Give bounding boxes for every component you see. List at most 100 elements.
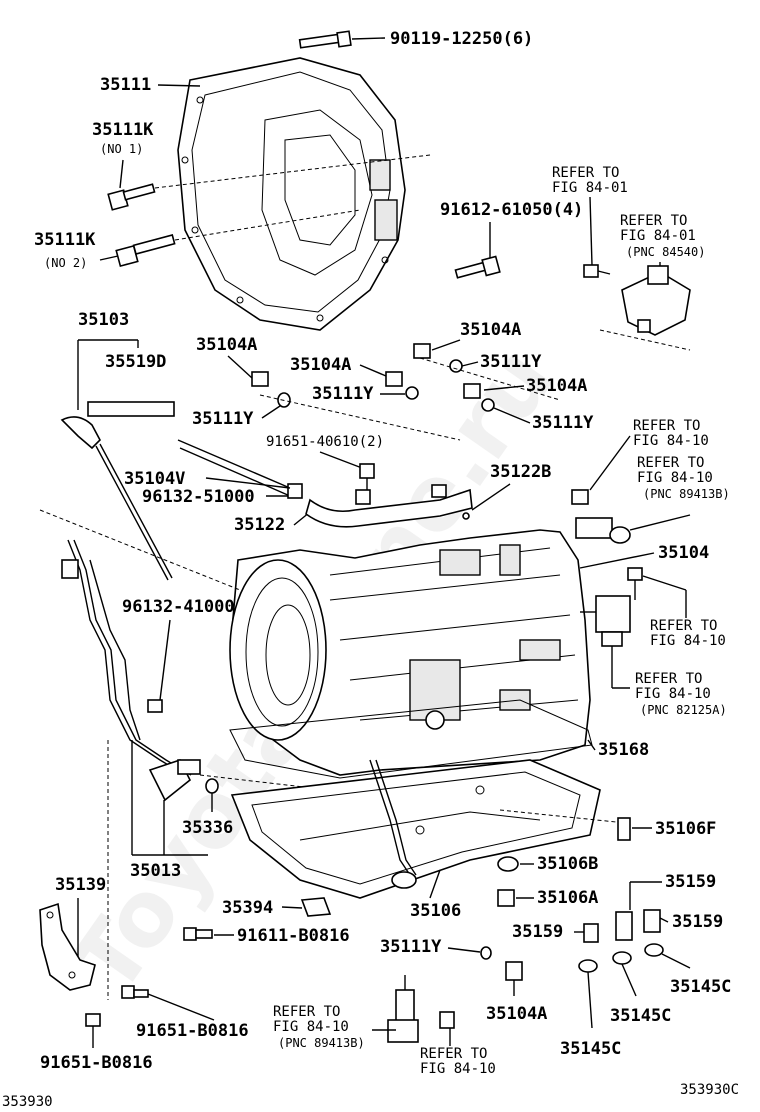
refer-84-10-d-line3: (PNC 82125A) bbox=[640, 703, 727, 717]
bolt-84-10-a bbox=[571, 489, 589, 505]
label-35104a-3: 35104A bbox=[460, 320, 521, 340]
bolt-84-10-c bbox=[627, 567, 643, 600]
bolt-35111k-no1 bbox=[107, 154, 431, 211]
label-35104v: 35104V bbox=[124, 469, 185, 489]
label-35106b: 35106B bbox=[537, 854, 598, 874]
bolt-91651-b0816-2 bbox=[85, 1013, 101, 1048]
magnet-35394 bbox=[300, 897, 332, 917]
label-35104: 35104 bbox=[658, 543, 709, 563]
label-no2: (NO 2) bbox=[44, 256, 87, 270]
figure-id-left: 353930 bbox=[2, 1094, 53, 1110]
label-91651-b0816-2: 91651-B0816 bbox=[40, 1053, 153, 1073]
bolt-91611-b0816 bbox=[183, 927, 213, 941]
bracket-35139 bbox=[39, 902, 96, 991]
oil-cooler-pipes bbox=[61, 539, 201, 802]
bolt-84-10-f bbox=[439, 1011, 455, 1029]
oil-pan-35106 bbox=[230, 759, 601, 899]
plug-35104a-4 bbox=[463, 383, 481, 399]
label-plate-35519d bbox=[87, 401, 175, 417]
refer-84-01-b-line2: FIG 84-01 bbox=[620, 228, 696, 244]
label-96132-51000: 96132-51000 bbox=[142, 487, 255, 507]
refer-84-10-b-line3: (PNC 89413B) bbox=[643, 487, 730, 501]
label-35159-1: 35159 bbox=[512, 922, 563, 942]
refer-84-10-e-line1: REFER TO bbox=[273, 1004, 340, 1020]
label-35111: 35111 bbox=[100, 75, 151, 95]
sensor-35159-1 bbox=[583, 923, 599, 943]
refer-84-10-d-line2: FIG 84-10 bbox=[635, 686, 711, 702]
label-91612-61050: 91612-61050(4) bbox=[440, 200, 583, 220]
refer-84-10-e-line2: FIG 84-10 bbox=[273, 1019, 349, 1035]
label-91651-40610: 91651-40610(2) bbox=[266, 434, 384, 450]
clip-96132-41000 bbox=[147, 699, 163, 713]
label-35111y-4: 35111Y bbox=[532, 413, 594, 433]
label-91611-b0816: 91611-B0816 bbox=[237, 926, 350, 946]
label-35104a-4: 35104A bbox=[526, 376, 587, 396]
refer-84-10-f-line2: FIG 84-10 bbox=[420, 1061, 496, 1077]
breather-pipe-35122 bbox=[305, 484, 473, 528]
refer-84-10-c-line1: REFER TO bbox=[650, 618, 717, 634]
plug-35104a-1 bbox=[251, 371, 269, 387]
plug-35106f bbox=[617, 817, 631, 841]
breather-hose bbox=[177, 439, 303, 499]
bolt-35111k-no2 bbox=[99, 209, 361, 268]
bolt-90119-12250 bbox=[298, 30, 386, 49]
sensor-35159-3 bbox=[643, 909, 661, 933]
plug-35104a-5 bbox=[505, 961, 523, 981]
refer-84-10-b-line2: FIG 84-10 bbox=[637, 470, 713, 486]
speed-sensor-89413b bbox=[575, 514, 691, 544]
label-35111y-5: 35111Y bbox=[380, 937, 442, 957]
label-35111y-3: 35111Y bbox=[480, 352, 542, 372]
bolt-84-01 bbox=[583, 264, 599, 278]
label-35111k-no1: 35111K bbox=[92, 120, 154, 140]
label-35159-3: 35159 bbox=[672, 912, 723, 932]
refer-84-01-a-line1: REFER TO bbox=[552, 165, 619, 181]
transmission-case bbox=[229, 529, 591, 776]
label-35519d: 35519D bbox=[105, 352, 166, 372]
label-35013: 35013 bbox=[130, 861, 181, 881]
label-35139: 35139 bbox=[55, 875, 106, 895]
label-35104a-1: 35104A bbox=[196, 335, 257, 355]
label-35145c-1: 35145C bbox=[560, 1039, 621, 1059]
sensor-84540 bbox=[621, 262, 691, 336]
gasket-35145c-1 bbox=[578, 959, 598, 973]
refer-84-01-a-line2: FIG 84-01 bbox=[552, 180, 628, 196]
refer-84-10-c-line2: FIG 84-10 bbox=[650, 633, 726, 649]
bolt-91612-61050 bbox=[454, 255, 501, 279]
label-90119-12250: 90119-12250(6) bbox=[390, 29, 533, 49]
refer-84-10-a-line2: FIG 84-10 bbox=[633, 433, 709, 449]
label-35103: 35103 bbox=[78, 310, 129, 330]
label-35159-2: 35159 bbox=[665, 872, 716, 892]
sensor-35159-2 bbox=[615, 911, 633, 941]
washer-35106b bbox=[497, 856, 519, 872]
label-35111k-no2: 35111K bbox=[34, 230, 96, 250]
label-35394: 35394 bbox=[222, 898, 273, 918]
gasket-35145c-3 bbox=[644, 943, 664, 957]
label-35145c-2: 35145C bbox=[610, 1006, 671, 1026]
sensor-89413b-lower bbox=[387, 975, 419, 1043]
label-35104a-2: 35104A bbox=[290, 355, 351, 375]
label-35122b: 35122B bbox=[490, 462, 551, 482]
label-35336: 35336 bbox=[182, 818, 233, 838]
plug-35104a-2 bbox=[385, 371, 403, 387]
label-no1: (NO 1) bbox=[100, 142, 143, 156]
label-35168: 35168 bbox=[598, 740, 649, 760]
refer-84-10-a-line1: REFER TO bbox=[633, 418, 700, 434]
bolt-91651-40610 bbox=[359, 463, 375, 479]
label-35104a-5: 35104A bbox=[486, 1004, 547, 1024]
label-35111y-1: 35111Y bbox=[192, 409, 254, 429]
plug-35104a-3 bbox=[413, 343, 431, 359]
label-96132-41000: 96132-41000 bbox=[122, 597, 235, 617]
bolt-91651-b0816-1 bbox=[121, 985, 149, 999]
refer-84-01-b-line3: (PNC 84540) bbox=[626, 245, 705, 259]
refer-84-10-f-line1: REFER TO bbox=[420, 1046, 487, 1062]
refer-84-01-b-line1: REFER TO bbox=[620, 213, 687, 229]
label-35122: 35122 bbox=[234, 515, 285, 535]
dipstick bbox=[60, 416, 173, 581]
solenoid-82125a bbox=[580, 595, 631, 647]
refer-84-10-e-line3: (PNC 89413B) bbox=[278, 1036, 365, 1050]
refer-84-10-d-line1: REFER TO bbox=[635, 671, 702, 687]
gasket-35145c-2 bbox=[612, 951, 632, 965]
label-91651-b0816-1: 91651-B0816 bbox=[136, 1021, 249, 1041]
label-35145c-3: 35145C bbox=[670, 977, 731, 997]
